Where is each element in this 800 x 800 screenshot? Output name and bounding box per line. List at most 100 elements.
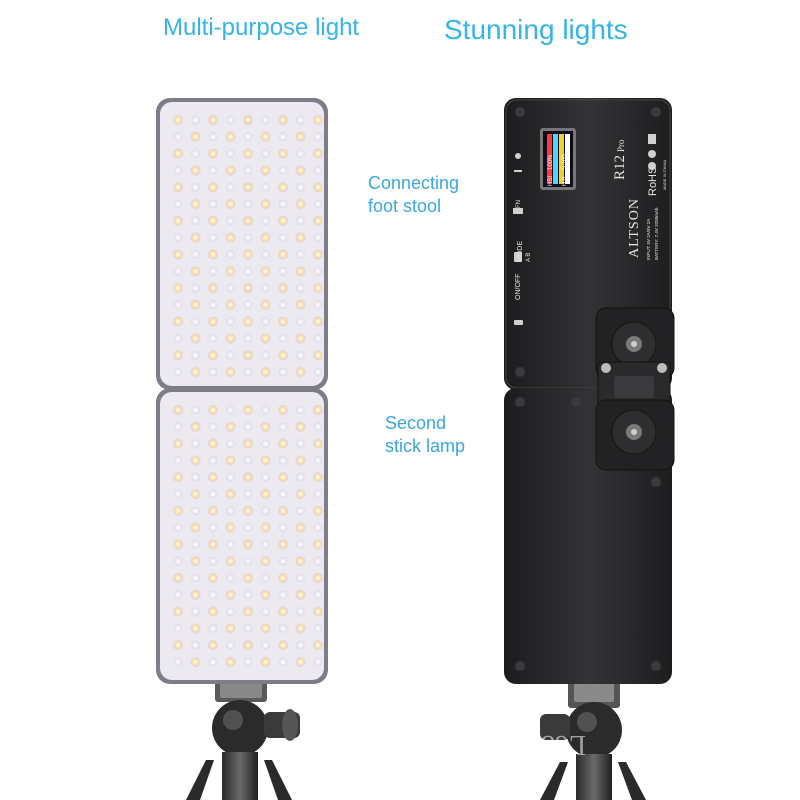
led-dot	[225, 216, 236, 226]
led-dot	[225, 472, 236, 482]
led-dot	[207, 148, 219, 159]
led-dot	[207, 438, 219, 449]
led-dot	[312, 316, 324, 327]
led-dot	[243, 489, 253, 499]
led-dot	[208, 367, 218, 377]
led-dot	[243, 367, 253, 377]
led-dot	[208, 233, 218, 243]
led-dot	[208, 556, 218, 566]
led-dot	[243, 590, 253, 600]
led-dot	[172, 282, 184, 294]
led-dot	[207, 182, 219, 193]
led-dot	[277, 282, 289, 294]
led-dot	[312, 606, 324, 617]
led-dot	[313, 590, 323, 600]
led-dot	[190, 266, 201, 277]
led-dot	[207, 215, 219, 226]
led-dot	[225, 640, 236, 650]
led-dot	[242, 148, 254, 159]
led-dot	[173, 623, 183, 634]
led-dot	[295, 216, 306, 226]
model-suffix-label: Pro	[616, 139, 626, 152]
led-dot	[295, 421, 306, 432]
led-dot	[278, 523, 288, 533]
led-dot	[190, 283, 201, 293]
led-dot	[208, 165, 218, 175]
led-dot	[208, 523, 218, 533]
led-dot	[208, 266, 218, 276]
led-dot	[190, 539, 201, 550]
led-dot	[207, 404, 219, 416]
led-dot	[225, 198, 236, 210]
led-dot	[243, 333, 253, 343]
battery-spec-label: BATTERY: 7.4V 3200mAh	[654, 207, 659, 260]
led-dot	[208, 132, 218, 142]
led-dot	[313, 333, 323, 343]
led-dot	[312, 505, 324, 516]
led-dot	[173, 199, 183, 209]
led-dot	[278, 300, 288, 310]
led-dot	[260, 299, 271, 310]
led-dot	[313, 489, 323, 499]
led-dot	[260, 198, 271, 210]
led-dot	[260, 472, 271, 482]
led-dot	[277, 182, 289, 193]
led-dot	[242, 438, 254, 449]
led-dot	[260, 589, 271, 600]
led-dot	[260, 488, 271, 500]
led-dot	[312, 572, 324, 584]
led-dot	[225, 623, 236, 634]
led-dot	[172, 404, 184, 416]
led-dot	[260, 573, 271, 583]
led-dot	[190, 623, 201, 634]
led-dot	[207, 282, 219, 294]
led-dot	[295, 539, 306, 550]
led-dot	[277, 438, 289, 449]
led-dot	[225, 317, 236, 327]
led-dot	[173, 489, 183, 499]
led-dot	[278, 556, 288, 566]
led-dot	[225, 421, 236, 432]
led-dot	[313, 266, 323, 276]
led-dot	[207, 539, 219, 550]
led-dot	[243, 455, 253, 465]
led-dot	[243, 132, 253, 142]
led-dot	[260, 607, 271, 617]
led-dot	[225, 266, 236, 277]
led-dot	[243, 623, 253, 634]
onoff-label: ON/OFF	[515, 274, 522, 300]
led-dot	[243, 523, 253, 533]
watermark: L68	[541, 729, 586, 760]
led-dot	[242, 472, 254, 483]
made-in-label: MADE IN CHINA	[662, 159, 667, 190]
led-dot	[295, 472, 306, 482]
led-dot	[295, 266, 306, 277]
led-dot	[242, 350, 254, 361]
led-dot	[243, 266, 253, 276]
connecting-foot-stool	[595, 307, 675, 471]
device-screen	[540, 128, 576, 190]
led-dot	[190, 421, 201, 432]
led-dot	[225, 249, 236, 259]
led-dot	[173, 165, 183, 175]
led-dot	[225, 522, 236, 533]
led-dot	[173, 590, 183, 600]
led-dot	[295, 249, 306, 259]
led-dot	[260, 366, 271, 378]
led-dot	[190, 333, 201, 344]
led-dot	[312, 404, 324, 416]
led-dot	[225, 333, 236, 344]
led-dot	[260, 623, 271, 634]
led-dot	[243, 422, 253, 432]
led-dot	[313, 523, 323, 533]
led-dot	[295, 607, 306, 617]
led-dot	[313, 455, 323, 465]
led-dot	[225, 232, 236, 243]
led-dot	[173, 657, 183, 667]
left-tripod	[186, 672, 300, 800]
led-dot	[260, 216, 271, 226]
led-dot	[190, 405, 201, 415]
led-dot	[295, 439, 306, 449]
led-dot	[207, 505, 219, 516]
led-dot	[242, 215, 254, 226]
